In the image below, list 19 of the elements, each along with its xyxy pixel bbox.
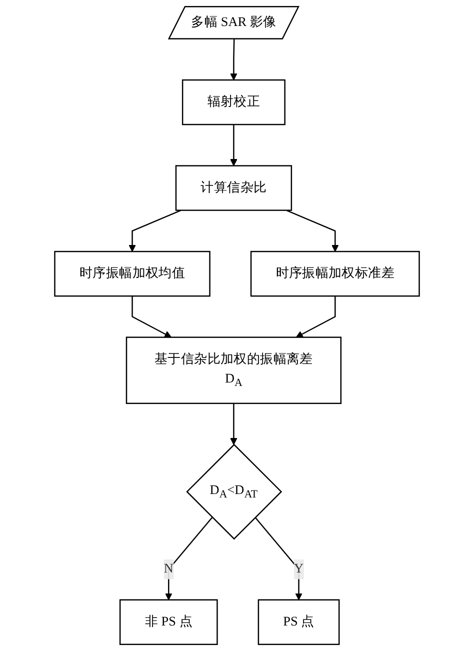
arrow: [230, 39, 238, 80]
edge-label: N: [164, 562, 174, 576]
arrow: [254, 516, 302, 600]
arrow: [286, 210, 339, 252]
arrow: [230, 124, 238, 166]
node-box: 基于信杂比加权的振幅离差D$_{A}$: [126, 336, 342, 404]
node-box: 辐射校正: [182, 79, 286, 126]
edge-label: Y: [294, 562, 304, 576]
arrow: [165, 516, 213, 600]
node-box: 计算信杂比: [175, 165, 292, 211]
arrow: [132, 296, 172, 338]
node-diamond: D$_{A}$<D$_{AT}$: [186, 444, 282, 540]
node-box: 时序振幅加权标准差: [250, 250, 420, 297]
node-box: PS 点: [258, 599, 340, 646]
node-box: 时序振幅加权均值: [54, 250, 210, 297]
node-box: 非 PS 点: [119, 599, 218, 646]
arrow: [230, 403, 238, 445]
arrow: [296, 296, 336, 338]
arrow: [128, 210, 182, 252]
